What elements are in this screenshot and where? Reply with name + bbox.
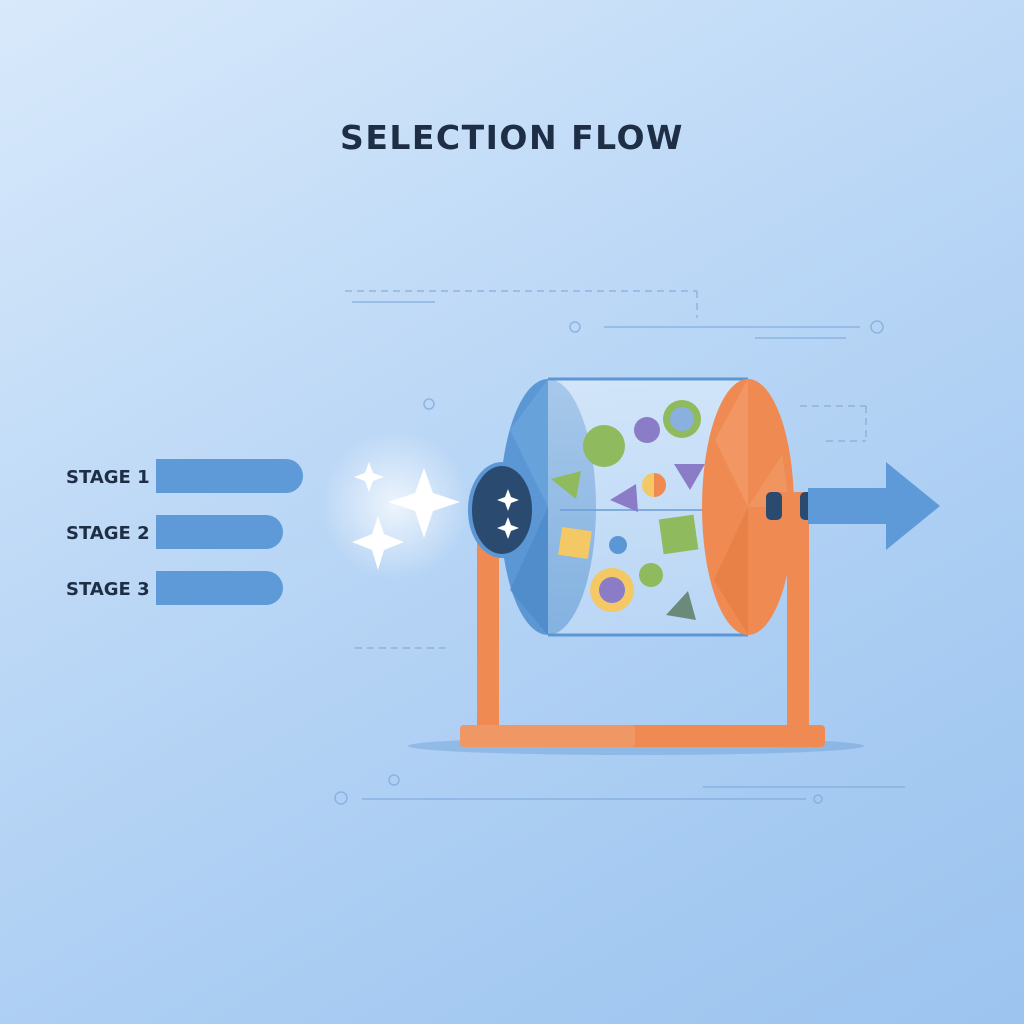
token-shape-icon [558,527,592,559]
drum-tokens [551,400,705,620]
stage-1-bar [156,459,303,493]
token-shape-icon [609,536,627,554]
token-shape-icon [583,425,625,467]
stage-1-label: STAGE 1 [66,467,150,488]
stage-2-bar [156,515,283,549]
decorative-lines [334,290,905,805]
drum-right-face [702,379,794,635]
token-shape-icon [639,563,663,587]
token-shape-icon [666,591,696,620]
page-title: SELECTION FLOW [340,118,684,157]
stage-3-bar [156,571,283,605]
stage-1-row: STAGE 1 [0,459,320,495]
token-shape-icon [658,514,699,555]
sparkle-icon [320,430,470,580]
stage-2-label: STAGE 2 [66,523,150,544]
stage-3-label: STAGE 3 [66,579,150,600]
stage-3-row: STAGE 3 [0,571,320,607]
token-shape-icon [670,407,694,431]
stand [460,492,825,747]
drum-hub [468,462,536,558]
output-arrow-icon [808,462,940,550]
token-shape-icon [610,484,638,512]
token-shape-icon [674,464,705,490]
token-shape-icon [634,417,660,443]
token-shape-icon [551,471,581,499]
stage-2-row: STAGE 2 [0,515,320,551]
